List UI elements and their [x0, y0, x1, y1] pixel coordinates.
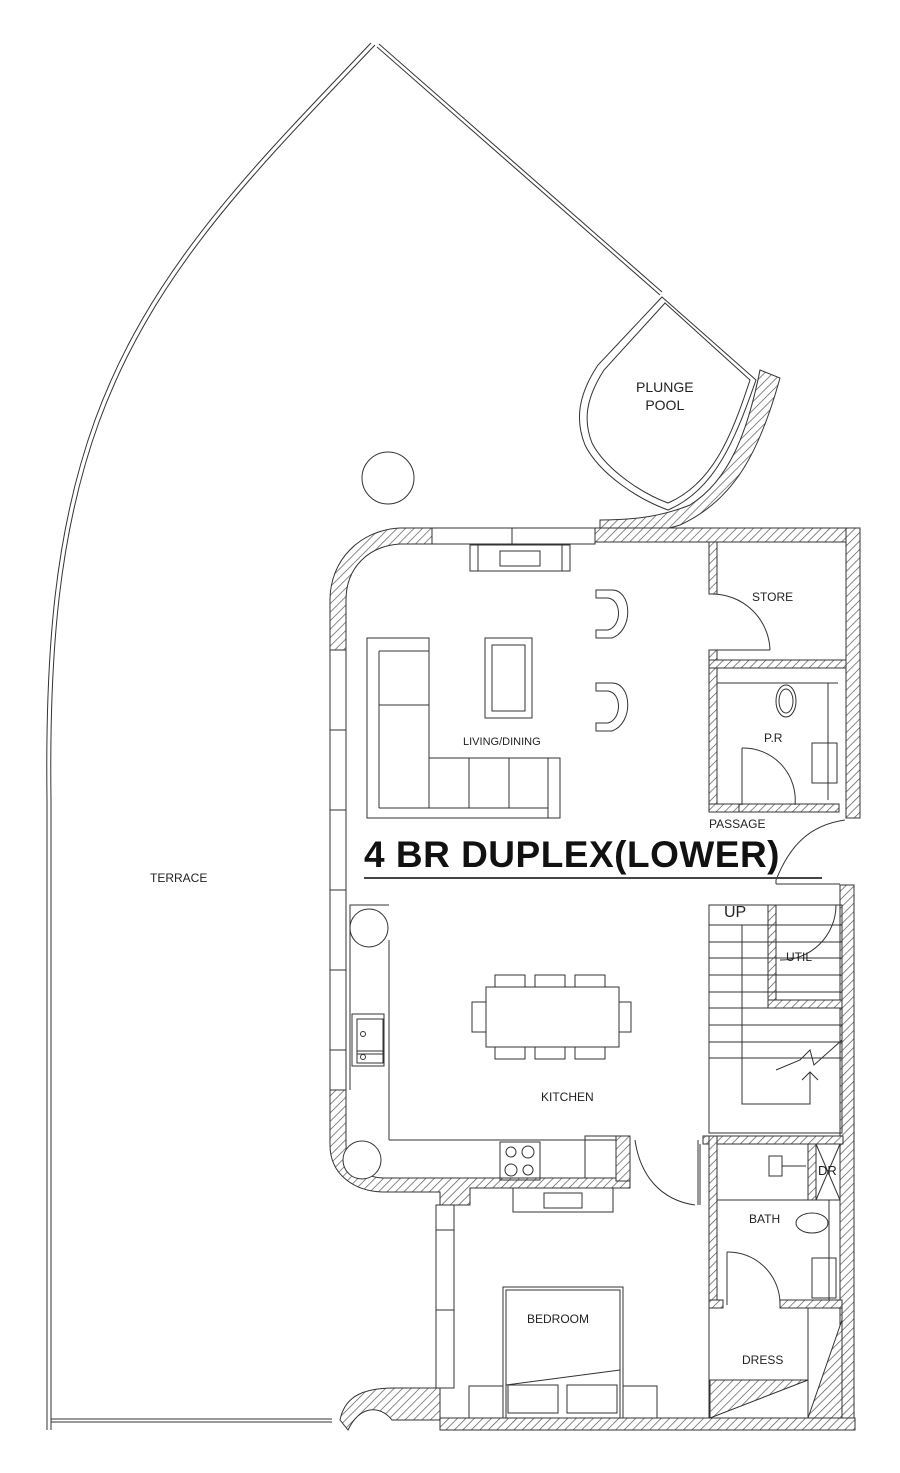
stair-up-label: UP — [724, 904, 747, 921]
room-label-utility: UTIL — [786, 950, 813, 964]
tv-console-icon — [512, 1187, 614, 1213]
room-label-living-dining: LIVING/DINING — [463, 736, 541, 748]
armchair-icon — [595, 589, 629, 732]
double-bed-icon — [502, 1286, 624, 1419]
drawing-title: 4 BR DUPLEX(LOWER) — [364, 834, 780, 875]
tree-icon — [361, 451, 415, 505]
bath-fixtures — [717, 1143, 841, 1300]
round-column-icon — [342, 1140, 382, 1180]
wc-icon — [775, 684, 797, 718]
nightstand-icon — [468, 1385, 504, 1419]
room-label-store: STORE — [752, 590, 794, 604]
staircase — [708, 904, 843, 1134]
room-label-powder-room: P.R — [764, 731, 783, 745]
exterior-walls — [329, 527, 861, 1431]
doors — [634, 593, 846, 1306]
kitchen-counter — [349, 904, 617, 1179]
cooktop-icon — [499, 1141, 541, 1181]
plunge-pool-label-line1: PLUNGE — [636, 379, 694, 395]
basin-icon — [717, 682, 838, 800]
plunge-pool — [578, 296, 757, 511]
basin-icon — [811, 1257, 837, 1299]
wardrobe — [709, 1307, 843, 1419]
wc-icon — [795, 1212, 829, 1234]
l-sofa-icon — [366, 637, 561, 819]
room-label-dr: DR — [818, 1163, 837, 1178]
plunge-pool-label-line2: POOL — [645, 397, 685, 413]
sink-icon — [351, 1013, 385, 1067]
room-label-bedroom: BEDROOM — [527, 1312, 590, 1326]
terrace-boundary — [46, 42, 663, 1430]
nightstand-icon — [622, 1385, 658, 1419]
room-label-dress: DRESS — [742, 1353, 784, 1367]
title-underline — [364, 877, 822, 879]
coffee-table-icon — [484, 637, 533, 719]
tv-console-icon — [469, 544, 571, 572]
room-label-kitchen: KITCHEN — [541, 1090, 594, 1104]
room-label-plunge-pool: PLUNGE POOL — [636, 378, 694, 414]
round-column-icon — [349, 908, 389, 948]
room-label-terrace: TERRACE — [150, 871, 208, 885]
dining-table-icon — [471, 974, 632, 1060]
room-label-passage: PASSAGE — [709, 817, 766, 831]
windows — [329, 527, 596, 1389]
room-label-bath: BATH — [749, 1212, 781, 1226]
